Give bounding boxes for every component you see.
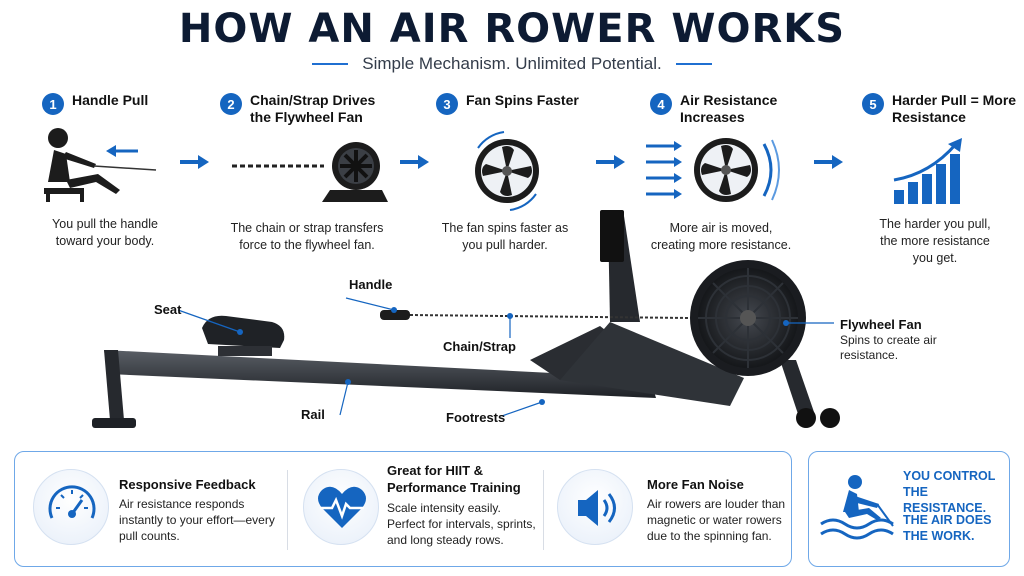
step-desc: More air is moved, creating more resista… <box>650 221 792 252</box>
step-number: 2 <box>220 93 242 115</box>
feature-fan-noise: More Fan Noise Air rowers are louder tha… <box>547 452 791 566</box>
heart-pulse-icon <box>303 469 379 545</box>
step-desc: The chain or strap transfers force to th… <box>230 221 384 252</box>
step-4: 4 Air Resistance Increases <box>650 92 780 126</box>
features-panel: Responsive Feedback Air resistance respo… <box>14 451 792 567</box>
feature-title: Responsive Feedback <box>119 477 256 492</box>
rower-person-icon <box>44 128 157 202</box>
step-title: Air Resistance Increases <box>680 92 778 125</box>
seat-label: Seat <box>154 302 182 317</box>
step-number: 1 <box>42 93 64 115</box>
feature-responsive-feedback: Responsive Feedback Air resistance respo… <box>15 452 285 566</box>
flow-arrow-icon <box>180 155 209 169</box>
rail-label: Rail <box>301 407 325 422</box>
step-title: Handle Pull <box>72 92 149 108</box>
chain-label: Chain/Strap <box>443 339 516 354</box>
feature-hiit-training: Great for HIIT & Performance Training Sc… <box>291 452 541 566</box>
step-1: 1 Handle Pull <box>42 92 182 115</box>
feature-title: More Fan Noise <box>647 477 744 492</box>
footrests-label: Footrests <box>446 410 506 425</box>
step-desc: The fan spins faster as you pull harder. <box>441 221 569 252</box>
flow-arrow-icon <box>400 155 429 169</box>
flow-arrow-icon <box>814 155 843 169</box>
subtitle-dash-left <box>312 63 349 65</box>
feature-desc: Air rowers are louder than magnetic or w… <box>647 497 786 543</box>
step-number: 5 <box>862 93 884 115</box>
subtitle-dash-right <box>675 63 712 65</box>
spinning-fan-icon <box>475 131 539 211</box>
flywheel-label: Flywheel Fan <box>840 317 922 332</box>
flow-arrow-icon <box>596 155 625 169</box>
feature-title: Great for HIIT & Performance Training <box>387 463 521 495</box>
step-5: 5 Harder Pull = More Resistance <box>862 92 1022 126</box>
step-title: Fan Spins Faster <box>466 92 579 108</box>
subtitle-row: Simple Mechanism. Unlimited Potential. <box>0 54 1024 74</box>
divider <box>543 470 544 550</box>
cta-line-2: THE AIR DOES THE WORK. <box>903 513 992 543</box>
step-number: 4 <box>650 93 672 115</box>
step-title: Harder Pull = More Resistance <box>892 92 1017 125</box>
cta-line-1: YOU CONTROL THE RESISTANCE. <box>903 469 996 515</box>
handle-label: Handle <box>349 277 393 292</box>
air-flow-fan-icon <box>646 138 780 202</box>
page-title: HOW AN AIR ROWER WORKS <box>178 6 846 52</box>
divider <box>287 470 288 550</box>
step-3: 3 Fan Spins Faster <box>436 92 596 115</box>
step-title: Chain/Strap Drives the Flywheel Fan <box>250 92 376 125</box>
subtitle: Simple Mechanism. Unlimited Potential. <box>362 54 662 73</box>
feature-desc: Scale intensity easily. Perfect for inte… <box>387 501 536 547</box>
gauge-icon <box>33 469 109 545</box>
cta-box: YOU CONTROL THE RESISTANCE. THE AIR DOES… <box>808 451 1010 567</box>
chain-flywheel-icon <box>232 142 388 202</box>
step-desc: The harder you pull, the more resistance… <box>879 217 991 265</box>
air-rower-machine <box>92 210 840 428</box>
step-desc: You pull the handle toward your body. <box>52 217 158 248</box>
pull-arrow-icon <box>106 145 138 157</box>
feature-desc: Air resistance responds instantly to you… <box>119 497 275 543</box>
step-2: 2 Chain/Strap Drives the Flywheel Fan <box>220 92 400 126</box>
step-number: 3 <box>436 93 458 115</box>
bar-growth-icon <box>893 138 962 204</box>
rower-wave-icon <box>820 475 894 540</box>
speaker-icon <box>557 469 633 545</box>
flywheel-desc: Spins to create air resistance. <box>840 333 937 362</box>
